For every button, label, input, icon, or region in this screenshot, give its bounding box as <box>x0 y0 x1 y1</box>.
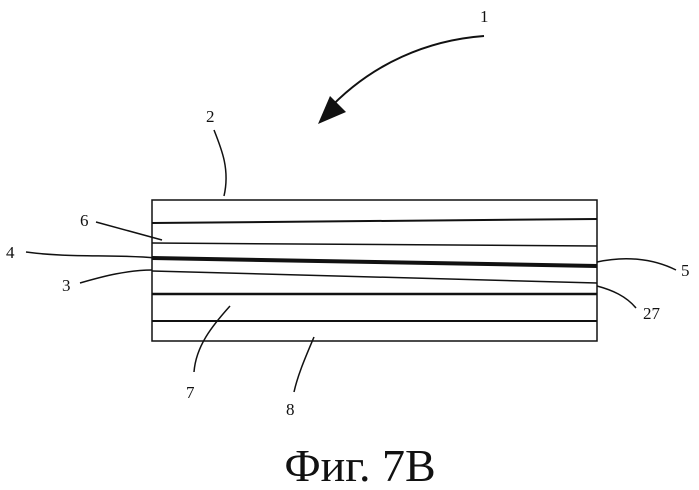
assembly-arrow-curve <box>326 36 484 112</box>
leader-7 <box>194 306 230 372</box>
layer-boundary-3-5 <box>152 271 597 283</box>
leader-5 <box>597 259 676 270</box>
ref-label-8: 8 <box>286 400 295 419</box>
leader-3 <box>80 270 152 283</box>
ref-label-7: 7 <box>186 383 195 402</box>
assembly-ref-label: 1 <box>480 7 489 26</box>
ref-label-6: 6 <box>80 211 89 230</box>
leader-4 <box>26 252 156 258</box>
leader-27 <box>597 286 636 308</box>
ref-label-2: 2 <box>206 107 215 126</box>
leader-2 <box>214 130 226 196</box>
layer-boundary-6-4 <box>152 243 597 246</box>
layer-boundary-2-6 <box>152 219 597 223</box>
layer-4-thick-line <box>152 258 597 266</box>
ref-label-4: 4 <box>6 243 15 262</box>
ref-label-5: 5 <box>681 261 690 280</box>
ref-label-3: 3 <box>62 276 71 295</box>
ref-label-27: 27 <box>643 304 661 323</box>
assembly-arrow-head <box>318 96 346 124</box>
figure-caption: Фиг. 7B <box>284 440 435 490</box>
leader-8 <box>294 337 314 392</box>
assembly-pointer: 1 <box>318 7 489 124</box>
